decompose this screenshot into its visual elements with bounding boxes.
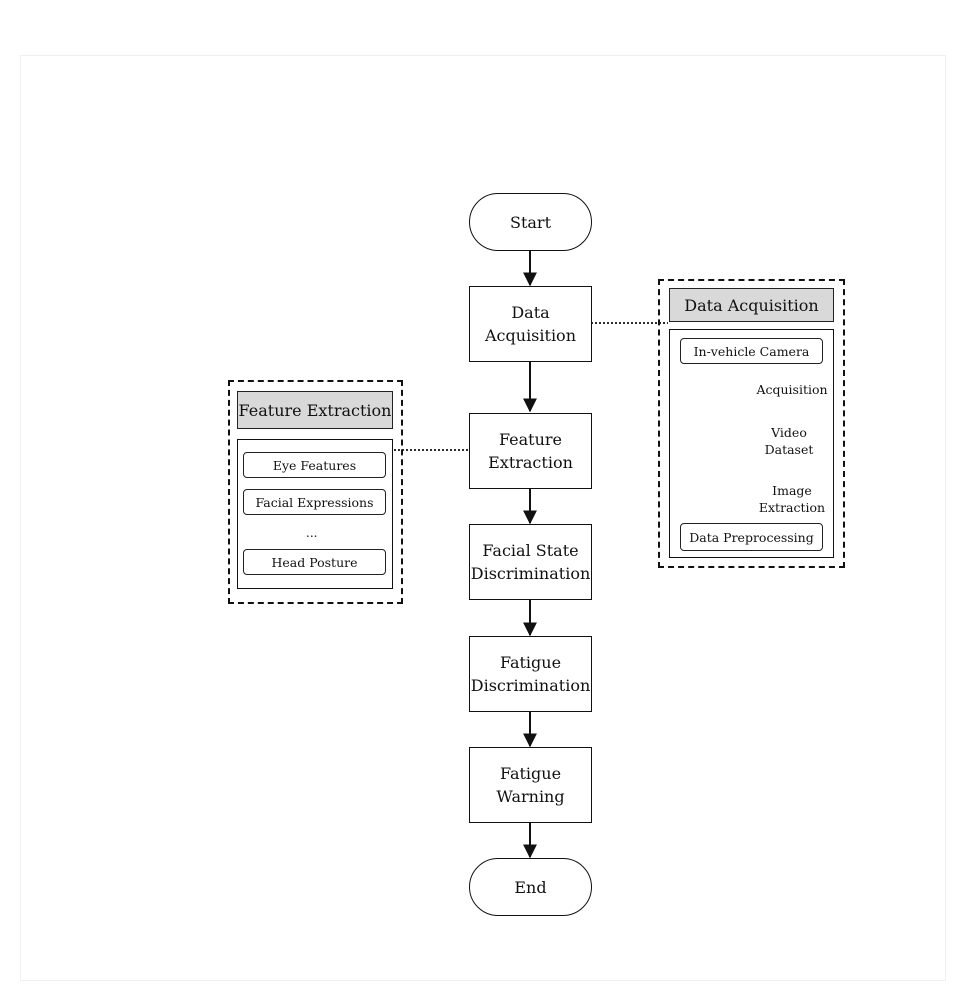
fatigue-discrimination-label: Fatigue Discrimination	[470, 653, 591, 695]
feature-extraction-label: Feature Extraction	[488, 430, 573, 472]
preprocessing-chip: Data Preprocessing	[680, 523, 823, 551]
feature-item-head-posture: Head Posture	[243, 549, 386, 575]
feature-extraction-panel	[228, 380, 403, 604]
acquisition-note: Acquisition	[756, 382, 828, 397]
feature-extraction-step: Feature Extraction	[469, 413, 592, 489]
feature-panel-title: Feature Extraction	[237, 391, 393, 429]
fatigue-warning-label: Fatigue Warning	[496, 764, 565, 806]
image-extraction-note: Image Extraction	[758, 483, 826, 515]
start-terminal: Start	[469, 193, 592, 251]
end-terminal: End	[469, 858, 592, 916]
facial-state-label: Facial State Discrimination	[470, 541, 591, 583]
video-dataset-note: Video Dataset	[764, 425, 814, 457]
fatigue-warning-step: Fatigue Warning	[469, 747, 592, 823]
data-acquisition-label: Data Acquisition	[485, 303, 576, 345]
end-label: End	[514, 877, 547, 897]
facial-state-step: Facial State Discrimination	[469, 524, 592, 600]
page-frame	[20, 55, 946, 981]
fatigue-discrimination-step: Fatigue Discrimination	[469, 636, 592, 712]
data-acquisition-panel	[658, 279, 845, 568]
acquisition-panel-body	[669, 329, 834, 558]
feature-item-facial-expressions: Facial Expressions	[243, 489, 386, 515]
start-label: Start	[509, 212, 551, 232]
acquisition-panel-title: Data Acquisition	[669, 288, 834, 322]
camera-chip: In-vehicle Camera	[680, 338, 823, 364]
data-acquisition-step: Data Acquisition	[469, 286, 592, 362]
feature-item-eye: Eye Features	[243, 452, 386, 478]
feature-item-ellipsis: ...	[306, 526, 318, 540]
